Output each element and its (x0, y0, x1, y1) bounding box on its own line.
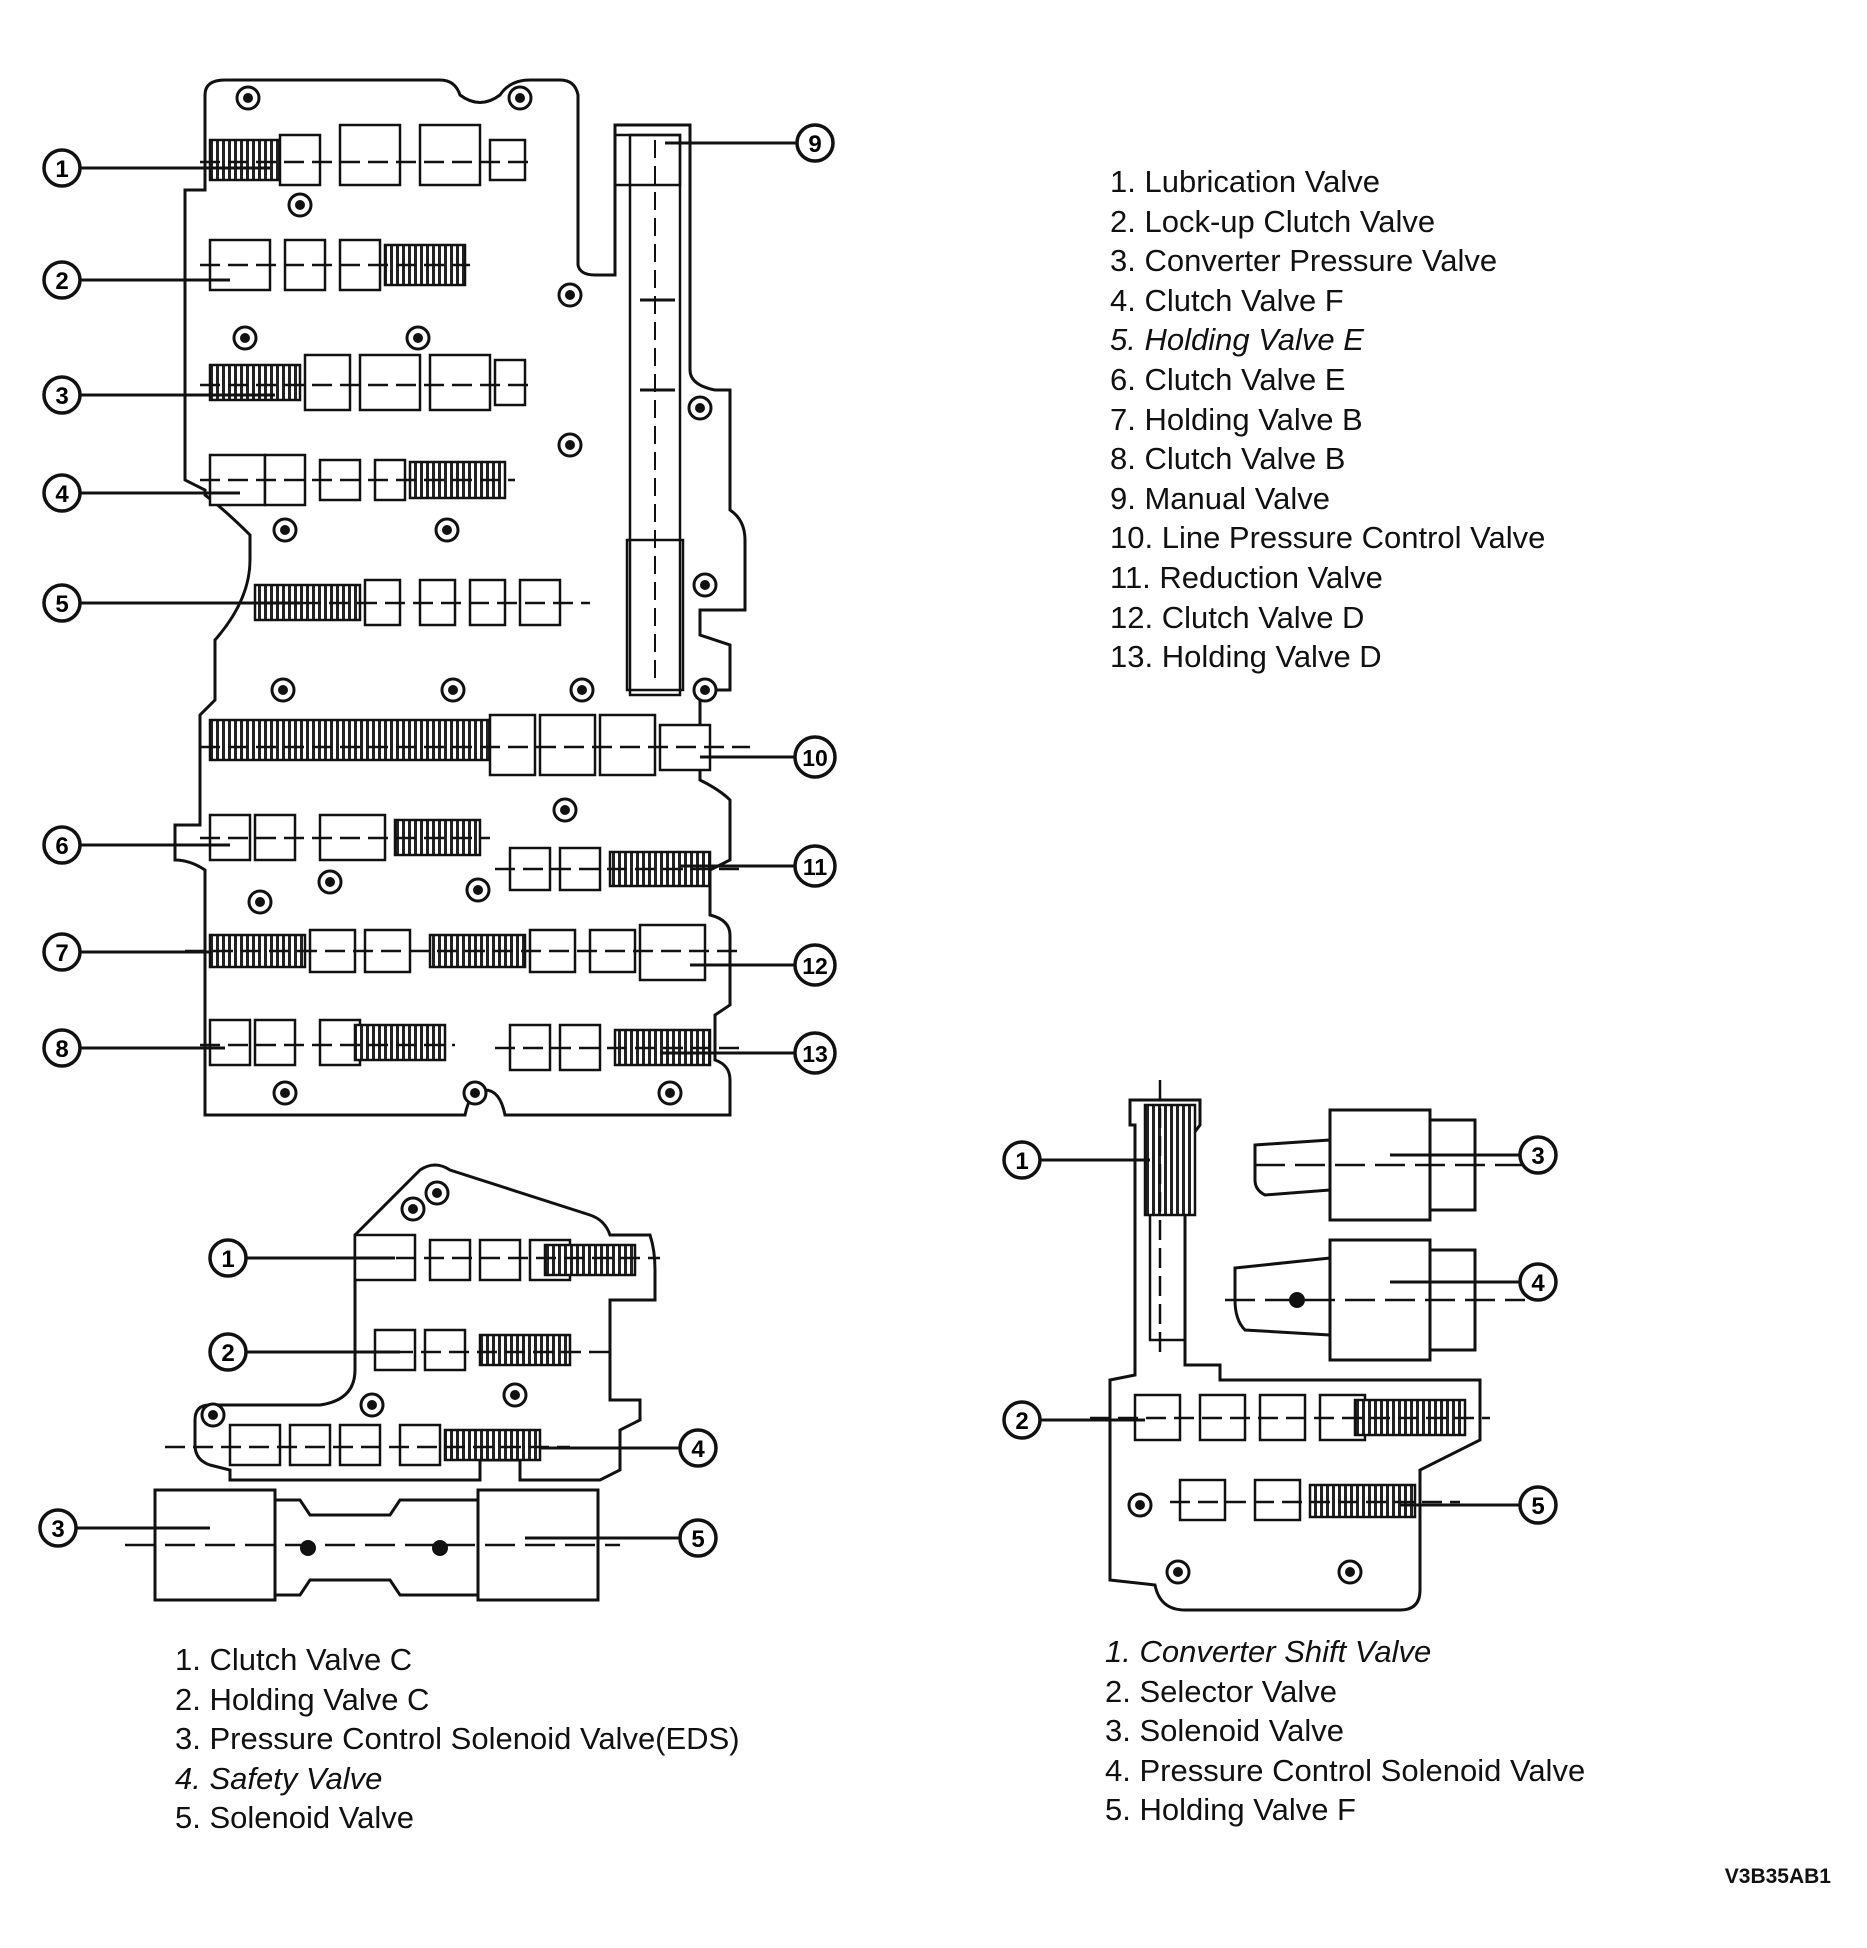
callout-marker: 2 (42, 260, 82, 300)
callout-marker: 2 (1002, 1400, 1042, 1440)
callout-label: 3 (55, 383, 68, 410)
lower-right-legend: 1. Converter Shift Valve 2. Selector Val… (1105, 1632, 1585, 1830)
figure-reference-code: V3B35AB1 (1724, 1865, 1831, 1888)
legend-item: 3. Converter Pressure Valve (1110, 243, 1498, 279)
main-legend: 1. Lubrication Valve 2. Lock-up Clutch V… (1110, 162, 1545, 677)
callout-marker: 1 (42, 148, 82, 188)
main-callouts-left: 1 2 3 4 5 6 7 8 (42, 148, 82, 1068)
callout-label: 2 (55, 268, 68, 295)
lower-left-bolts (200, 1180, 528, 1556)
callout-marker: 11 (793, 844, 837, 888)
legend-item: 5. Holding Valve F (1105, 1792, 1356, 1828)
callout-label: 10 (802, 745, 828, 771)
lower-left-callout-lines (75, 1256, 680, 1540)
lower-right-bolts (1127, 1292, 1363, 1585)
legend-item: 8. Clutch Valve B (1110, 441, 1346, 477)
callout-label: 13 (802, 1041, 828, 1067)
callout-marker: 9 (795, 123, 835, 163)
callout-marker: 4 (42, 473, 82, 513)
callout-label: 1 (1015, 1148, 1028, 1175)
callout-label: 2 (1015, 1408, 1028, 1435)
main-callouts-right: 9 10 11 12 13 (793, 123, 837, 1075)
callout-label: 1 (221, 1246, 234, 1273)
legend-item: 2. Lock-up Clutch Valve (1110, 203, 1436, 239)
callout-label: 11 (803, 854, 828, 880)
lower-left-valve-body (153, 1163, 657, 1602)
callout-label: 9 (808, 131, 821, 158)
legend-item: 2. Holding Valve C (175, 1681, 430, 1717)
callout-marker: 13 (793, 1031, 837, 1075)
legend-item: 4. Safety Valve (175, 1760, 383, 1796)
callout-marker: 3 (1518, 1135, 1558, 1175)
legend-item: 4. Pressure Control Solenoid Valve (1105, 1752, 1586, 1788)
legend-item: 10. Line Pressure Control Valve (1110, 520, 1546, 556)
callout-marker: 1 (1002, 1140, 1042, 1180)
callout-label: 7 (55, 940, 68, 967)
main-callout-lines (80, 141, 800, 1055)
callout-label: 1 (55, 156, 68, 183)
callout-label: 2 (221, 1340, 234, 1367)
legend-item: 4. Clutch Valve F (1110, 282, 1344, 318)
legend-item: 2. Selector Valve (1105, 1673, 1338, 1709)
callout-label: 4 (55, 481, 69, 508)
legend-item: 6. Clutch Valve E (1110, 361, 1346, 397)
callout-marker: 3 (38, 1508, 78, 1548)
callout-label: 5 (1531, 1493, 1544, 1520)
legend-item: 3. Solenoid Valve (1105, 1713, 1344, 1749)
callout-label: 6 (55, 833, 68, 860)
legend-item: 5. Holding Valve E (1110, 322, 1364, 358)
callout-marker: 8 (42, 1028, 82, 1068)
callout-marker: 6 (42, 825, 82, 865)
callout-marker: 1 (208, 1238, 248, 1278)
callout-marker: 5 (1518, 1485, 1558, 1525)
legend-item: 9. Manual Valve (1110, 480, 1330, 516)
lower-left-legend: 1. Clutch Valve C 2. Holding Valve C 3. … (175, 1640, 740, 1838)
callout-marker: 10 (793, 735, 837, 779)
legend-item: 13. Holding Valve D (1110, 639, 1382, 675)
lower-right-callout-lines (1040, 1153, 1520, 1507)
callout-label: 4 (691, 1436, 705, 1463)
lower-left-callouts: 1 2 3 4 5 (38, 1238, 718, 1558)
lower-right-callouts: 1 2 3 4 5 (1002, 1135, 1558, 1525)
legend-item: 1. Lubrication Valve (1110, 164, 1380, 199)
callout-label: 4 (1531, 1270, 1545, 1297)
callout-label: 8 (55, 1036, 68, 1063)
callout-label: 5 (55, 591, 68, 618)
legend-item: 12. Clutch Valve D (1110, 599, 1365, 635)
main-valve-spools (185, 123, 750, 1072)
callout-label: 5 (691, 1526, 704, 1553)
callout-marker: 4 (1518, 1262, 1558, 1302)
callout-label: 12 (802, 953, 828, 979)
legend-item: 5. Solenoid Valve (175, 1800, 414, 1836)
main-valve-body (173, 78, 747, 1117)
callout-label: 3 (1531, 1143, 1544, 1170)
callout-marker: 3 (42, 375, 82, 415)
lower-left-spools (125, 1233, 660, 1547)
legend-item: 1. Clutch Valve C (175, 1642, 413, 1677)
legend-item: 1. Converter Shift Valve (1105, 1634, 1432, 1669)
legend-item: 7. Holding Valve B (1110, 401, 1363, 437)
legend-item: 11. Reduction Valve (1110, 559, 1383, 595)
callout-marker: 12 (793, 943, 837, 987)
callout-marker: 4 (678, 1428, 718, 1468)
callout-marker: 5 (678, 1518, 718, 1558)
legend-item: 3. Pressure Control Solenoid Valve(EDS) (175, 1721, 740, 1757)
callout-label: 3 (51, 1516, 64, 1543)
lower-right-spools (1090, 1080, 1525, 1522)
callout-marker: 7 (42, 932, 82, 972)
callout-marker: 5 (42, 583, 82, 623)
callout-marker: 2 (208, 1332, 248, 1372)
